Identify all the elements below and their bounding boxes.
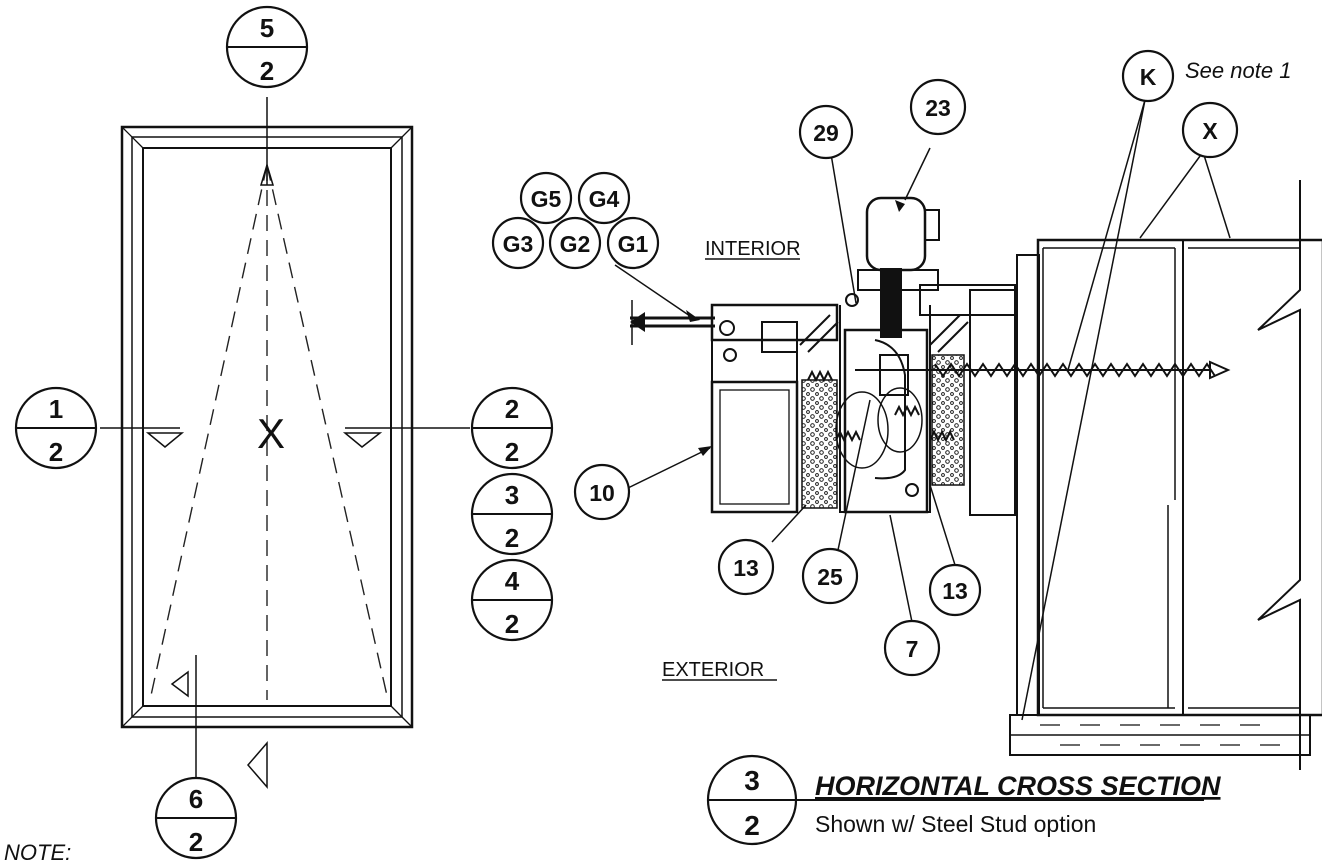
callout-4-2: 4 2 <box>470 558 554 642</box>
window-elevation: X 5 2 1 2 2 2 <box>14 5 554 860</box>
section-arrow-right <box>342 432 383 448</box>
tag-g2: G2 <box>560 231 591 257</box>
svg-text:25: 25 <box>817 564 843 590</box>
detail-title-block: 3 2 HORIZONTAL CROSS SECTION Shown w/ St… <box>706 754 1221 846</box>
tag-29: 29 <box>798 104 854 160</box>
callout-6-2: 6 2 <box>154 776 238 860</box>
svg-text:1: 1 <box>49 394 63 424</box>
callout-1-2: 1 2 <box>14 386 98 470</box>
callout-5-2: 5 2 <box>225 5 309 89</box>
sash-profile-10 <box>710 380 799 514</box>
svg-text:2: 2 <box>505 437 519 467</box>
svg-text:2: 2 <box>189 827 203 857</box>
break-line <box>1257 180 1301 770</box>
tag-k: K <box>1121 49 1175 103</box>
tag-g4: G4 <box>589 186 620 212</box>
exterior-label: EXTERIOR <box>662 659 764 681</box>
tag-x: X <box>1181 101 1239 159</box>
svg-text:7: 7 <box>906 636 919 662</box>
tag-23: 23 <box>909 78 967 136</box>
svg-text:4: 4 <box>505 566 520 596</box>
sheet-number: 2 <box>744 810 760 841</box>
steel-stud-wall <box>1036 238 1322 717</box>
center-mark: X <box>257 410 285 457</box>
section-arrow-left <box>145 432 185 448</box>
svg-text:3: 3 <box>505 480 519 510</box>
shim <box>1016 254 1040 716</box>
hardware-operator <box>865 196 927 272</box>
svg-text:X: X <box>1202 118 1218 144</box>
tag-13-right: 13 <box>928 563 982 617</box>
tag-10: 10 <box>573 463 631 521</box>
svg-text:2: 2 <box>505 394 519 424</box>
svg-text:K: K <box>1140 64 1157 90</box>
tag-g1: G1 <box>618 231 649 257</box>
horizontal-section: INTERIOR EXTERIOR <box>491 49 1322 770</box>
svg-text:2: 2 <box>505 609 519 639</box>
interior-label: INTERIOR <box>705 238 801 260</box>
note-label: NOTE: <box>4 840 71 865</box>
detail-subtitle: Shown w/ Steel Stud option <box>815 811 1096 837</box>
detail-number: 3 <box>744 765 760 796</box>
svg-text:13: 13 <box>942 578 968 604</box>
section-arrow-bottom <box>247 740 268 790</box>
tag-25: 25 <box>801 547 859 605</box>
glazing-tags: G5 G4 G3 G2 G1 <box>491 171 660 270</box>
tag-7: 7 <box>883 619 941 677</box>
tag-g3: G3 <box>503 231 534 257</box>
svg-text:10: 10 <box>589 480 615 506</box>
callout-2-2: 2 2 <box>470 386 554 470</box>
swing-line-left <box>149 164 268 701</box>
detail-title: HORIZONTAL CROSS SECTION <box>815 771 1221 801</box>
insulation-13-left <box>801 379 838 509</box>
svg-text:5: 5 <box>260 13 274 43</box>
anchor-screw <box>934 362 1216 378</box>
svg-text:13: 13 <box>733 555 759 581</box>
svg-text:23: 23 <box>925 95 951 121</box>
svg-text:2: 2 <box>260 56 274 86</box>
svg-text:2: 2 <box>505 523 519 553</box>
see-note: See note 1 <box>1185 58 1291 83</box>
swing-line-right <box>266 164 389 701</box>
svg-text:29: 29 <box>813 120 839 146</box>
svg-text:2: 2 <box>49 437 63 467</box>
tag-13-left: 13 <box>717 538 775 596</box>
section-arrow-bottom-left <box>170 670 189 698</box>
svg-text:6: 6 <box>189 784 203 814</box>
tag-g5: G5 <box>531 186 562 212</box>
callout-3-2: 3 2 <box>470 472 554 556</box>
